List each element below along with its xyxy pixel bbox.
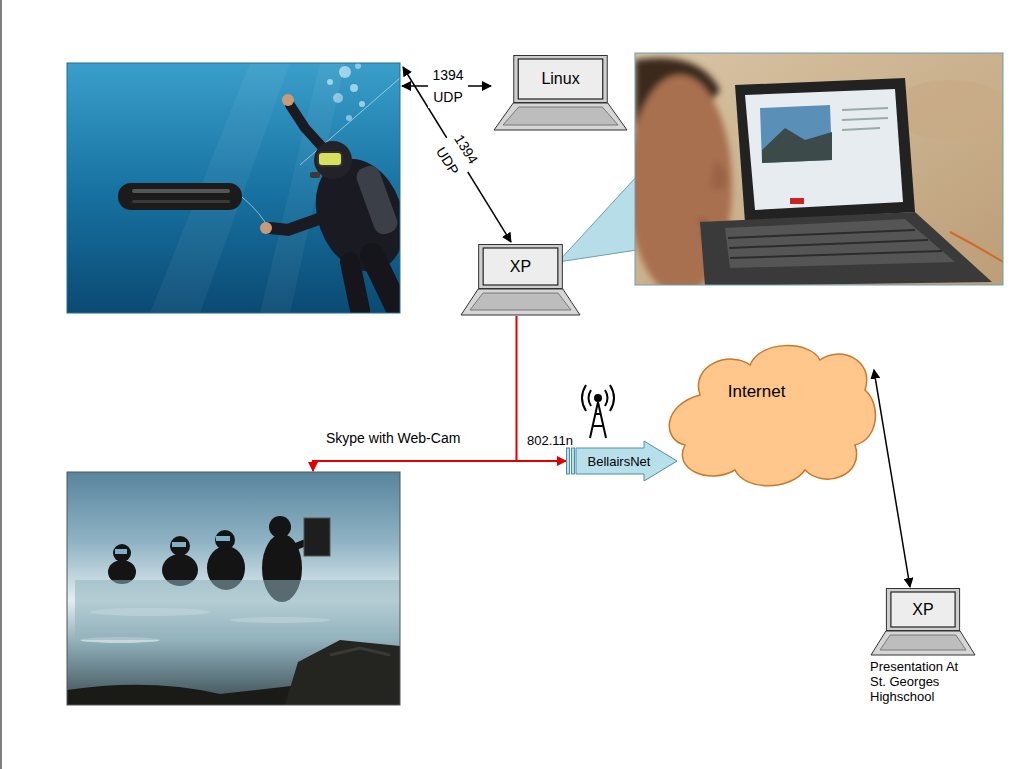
link-label: 1394 UDP: [428, 126, 487, 183]
node-label: XP: [912, 601, 933, 619]
laptop-outline: [870, 588, 976, 656]
node-label: Linux: [541, 70, 579, 88]
diver-photo: [67, 63, 400, 313]
frame-line: [1, 0, 2, 769]
laptop-outline: [460, 244, 581, 316]
node-label: BellairsNet: [588, 454, 651, 469]
node-label: Internet: [728, 382, 786, 402]
cloud-outline: [660, 335, 882, 493]
laptop-node: XPPresentation At St. Georges Highschool: [870, 588, 976, 656]
laptop-photo: [635, 53, 1003, 285]
text-slot: XP: [483, 248, 558, 285]
antenna-symbol: [582, 385, 614, 438]
link-label: 1394 UDP: [428, 64, 468, 108]
laptop-outline: [493, 55, 628, 131]
internet-link: [874, 370, 910, 587]
skype-link: [313, 461, 516, 471]
beach-photo: [67, 472, 400, 705]
network-arrow: BellairsNet: [566, 440, 678, 482]
laptop-node: Linux: [493, 55, 628, 131]
node-label: XP: [510, 258, 531, 276]
text-slot: Internet: [670, 370, 843, 414]
node-caption: Presentation At St. Georges Highschool: [870, 660, 966, 705]
laptop-node: XP: [460, 244, 581, 316]
cloud-node: Internet: [660, 335, 882, 493]
callout-pointer: [558, 176, 637, 262]
text-slot: BellairsNet: [577, 440, 661, 482]
link-label: 802.11n: [527, 433, 589, 449]
link-label: Skype with Web-Cam: [326, 430, 496, 447]
text-slot: XP: [891, 592, 955, 627]
text-slot: Linux: [518, 59, 603, 99]
